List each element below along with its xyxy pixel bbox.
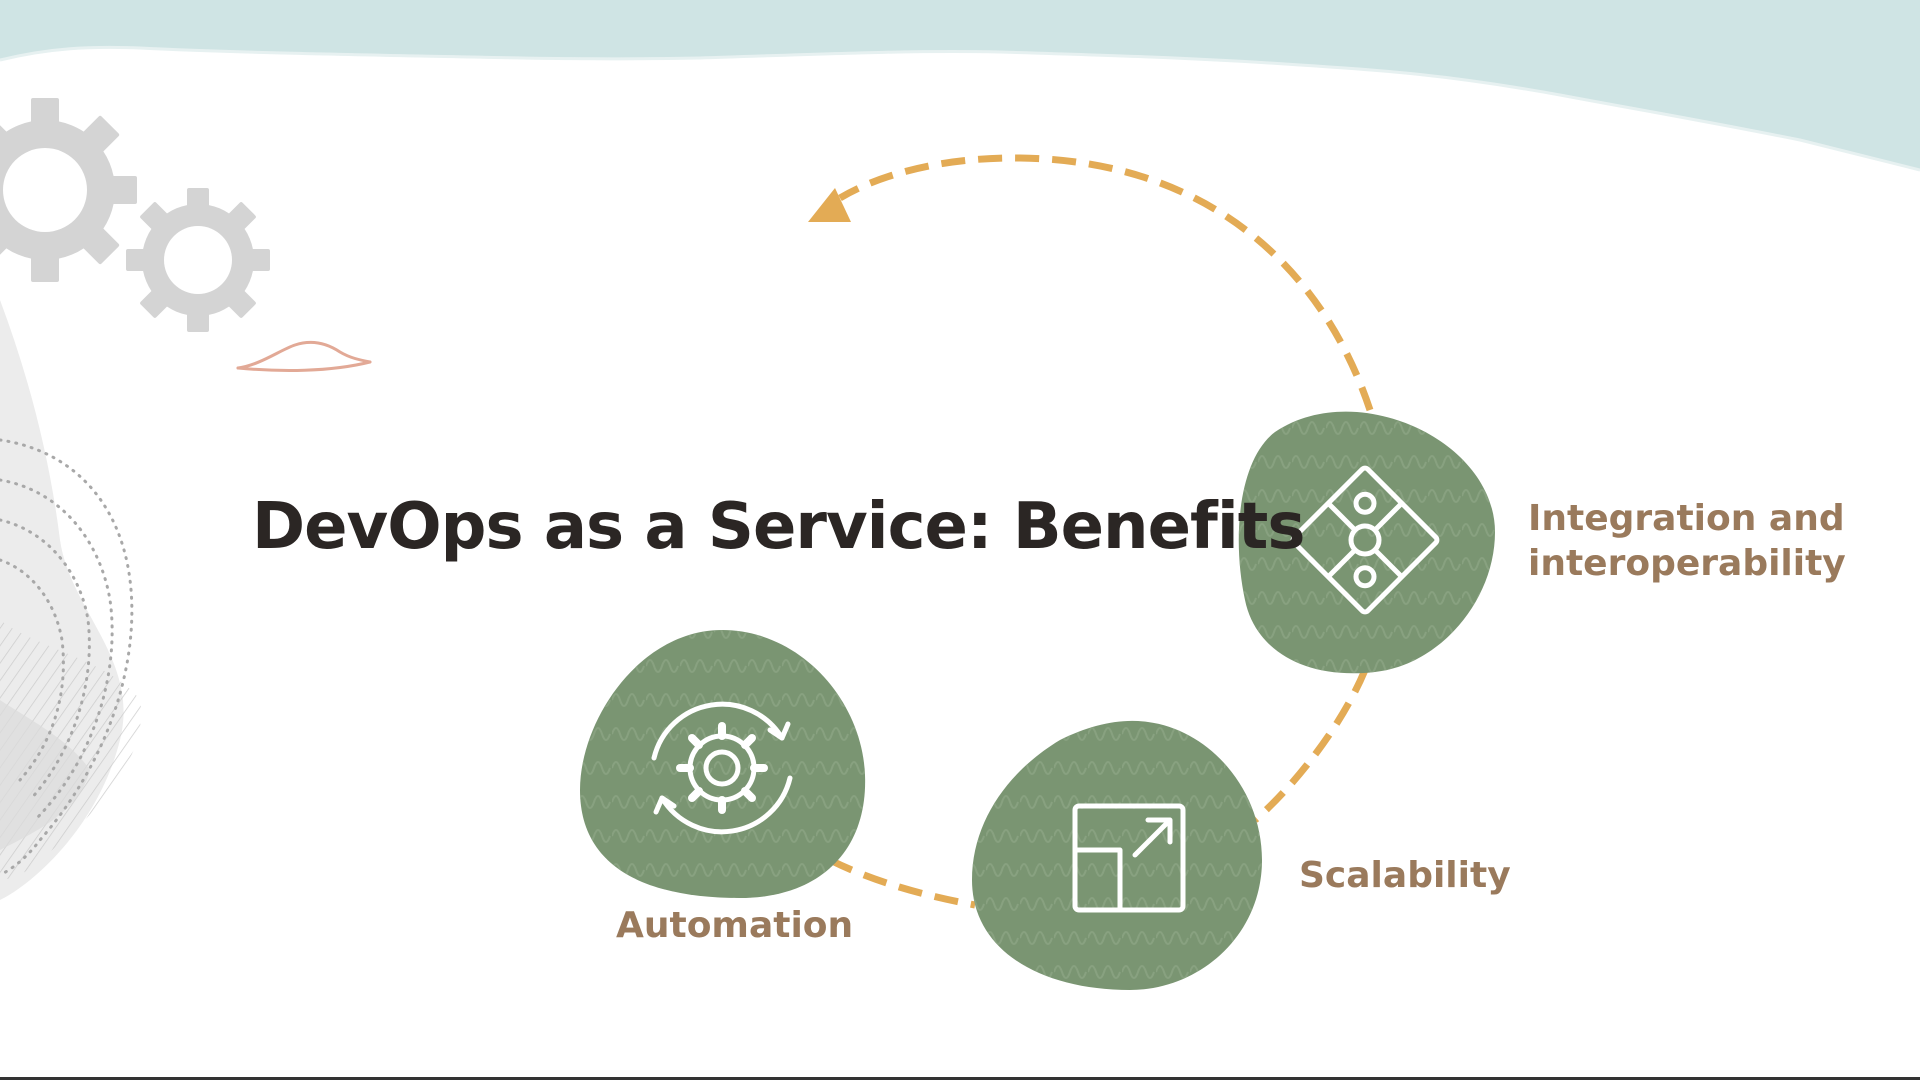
benefit-label-automation: Automation <box>616 905 854 946</box>
header-wash <box>0 0 1920 170</box>
integration-blob <box>1238 411 1495 674</box>
automation-blob <box>580 630 866 898</box>
dotted-contours <box>0 438 134 877</box>
bottom-rule <box>0 1077 1920 1080</box>
benefit-label-integration-line1: Integration and <box>1528 498 1845 539</box>
cycle-arrowhead <box>808 188 851 222</box>
benefit-label-integration: Integration and interoperability <box>1528 496 1846 586</box>
dashed-cycle-arrow <box>828 154 1374 909</box>
gears-icon <box>0 98 270 332</box>
puzzle-icon <box>1290 465 1440 615</box>
benefit-label-scalability: Scalability <box>1299 855 1511 896</box>
expand-arrow-icon <box>1072 803 1186 913</box>
page-title: DevOps as a Service: Benefits <box>252 490 1305 564</box>
gear-cycle-icon <box>651 701 793 835</box>
benefit-label-integration-line2: interoperability <box>1528 543 1846 584</box>
scalability-blob <box>972 720 1262 990</box>
hill-outline <box>236 340 372 370</box>
